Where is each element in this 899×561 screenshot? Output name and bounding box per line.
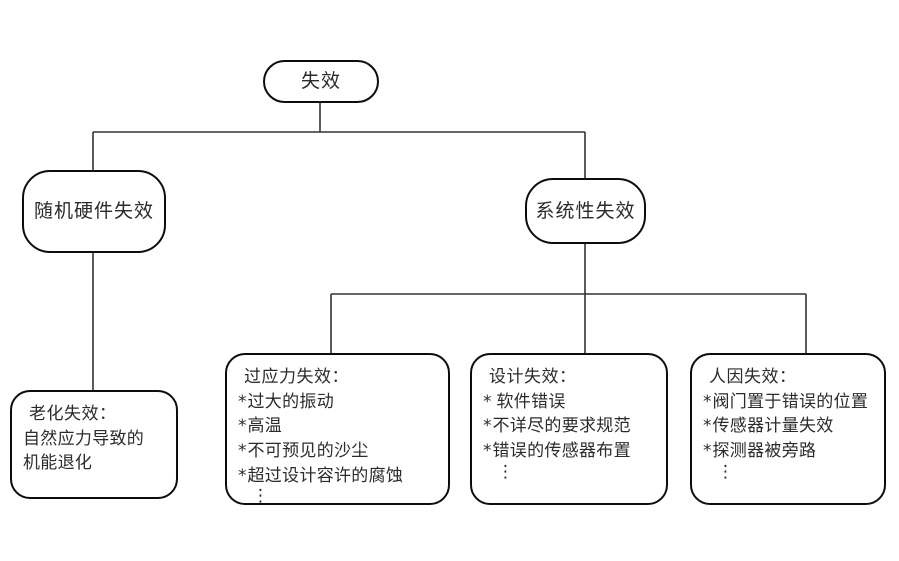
node-design-failure-heading: 设计失效：: [489, 367, 577, 387]
node-overstress-failure-item-2: 高温: [247, 416, 283, 437]
bullet-icon: *: [703, 440, 712, 461]
list-item: * 不可预见的沙尘: [238, 439, 439, 464]
list-item: * 传感器计量失效: [703, 414, 875, 439]
node-human-factor-failure-item-2: 传感器计量失效: [712, 416, 834, 437]
node-random-hardware-failure-label: 随机硬件失效: [33, 200, 154, 223]
list-item: * 错误的传感器布置: [483, 439, 657, 464]
node-design-failure-item-1: 软件错误: [496, 391, 566, 412]
continuation-ellipsis-icon: ⋮: [717, 461, 734, 482]
bullet-icon: *: [483, 391, 492, 412]
node-random-hardware-failure[interactable]: 随机硬件失效: [22, 170, 166, 253]
node-root-failure-label: 失效: [300, 70, 341, 93]
bullet-icon: *: [238, 440, 247, 461]
list-item: * 不详尽的要求规范: [483, 414, 657, 439]
node-overstress-failure-item-1: 过大的振动: [247, 391, 334, 412]
bullet-icon: *: [703, 391, 712, 412]
node-aging-failure[interactable]: 老化失效： 自然应力导致的 机能退化: [10, 390, 178, 499]
node-systematic-failure-label: 系统性失效: [535, 199, 636, 222]
bullet-icon: *: [483, 440, 492, 461]
node-design-failure[interactable]: 设计失效： * 软件错误 * 不详尽的要求规范 * 错误的传感器布置 ⋮: [470, 353, 668, 505]
node-overstress-failure[interactable]: 过应力失效： * 过大的振动 * 高温 * 不可预见的沙尘 * 超过设计容许的腐…: [225, 353, 450, 505]
node-human-factor-failure[interactable]: 人因失效： * 阀门置于错误的位置 * 传感器计量失效 * 探测器被旁路 ⋮: [690, 353, 886, 505]
node-human-factor-failure-item-3: 探测器被旁路: [712, 440, 817, 461]
node-aging-failure-heading: 老化失效：: [29, 404, 117, 424]
bullet-icon: *: [238, 416, 247, 437]
list-item: * 探测器被旁路: [703, 439, 875, 464]
node-aging-failure-line-2: 机能退化: [23, 453, 93, 474]
node-human-factor-failure-heading: 人因失效：: [709, 367, 797, 387]
node-systematic-failure[interactable]: 系统性失效: [525, 178, 646, 244]
bullet-icon: *: [238, 465, 247, 486]
node-root-failure[interactable]: 失效: [263, 60, 379, 103]
node-human-factor-failure-item-1: 阀门置于错误的位置: [712, 391, 869, 412]
list-item: * 阀门置于错误的位置: [703, 390, 875, 415]
node-aging-failure-line-1: 自然应力导致的: [23, 428, 145, 449]
node-overstress-failure-heading: 过应力失效：: [244, 367, 349, 387]
list-item: * 过大的振动: [238, 390, 439, 415]
node-design-failure-item-3: 错误的传感器布置: [492, 440, 631, 461]
bullet-icon: *: [483, 416, 492, 437]
continuation-ellipsis-icon: ⋮: [252, 486, 269, 507]
list-item: * 超过设计容许的腐蚀: [238, 464, 439, 489]
bullet-icon: *: [238, 391, 247, 412]
node-overstress-failure-item-3: 不可预见的沙尘: [247, 440, 369, 461]
continuation-ellipsis-icon: ⋮: [497, 461, 514, 482]
bullet-icon: *: [703, 416, 712, 437]
list-item: * 高温: [238, 414, 439, 439]
node-overstress-failure-item-4: 超过设计容许的腐蚀: [247, 465, 404, 486]
list-item: * 软件错误: [483, 390, 657, 415]
node-design-failure-item-2: 不详尽的要求规范: [492, 416, 631, 437]
